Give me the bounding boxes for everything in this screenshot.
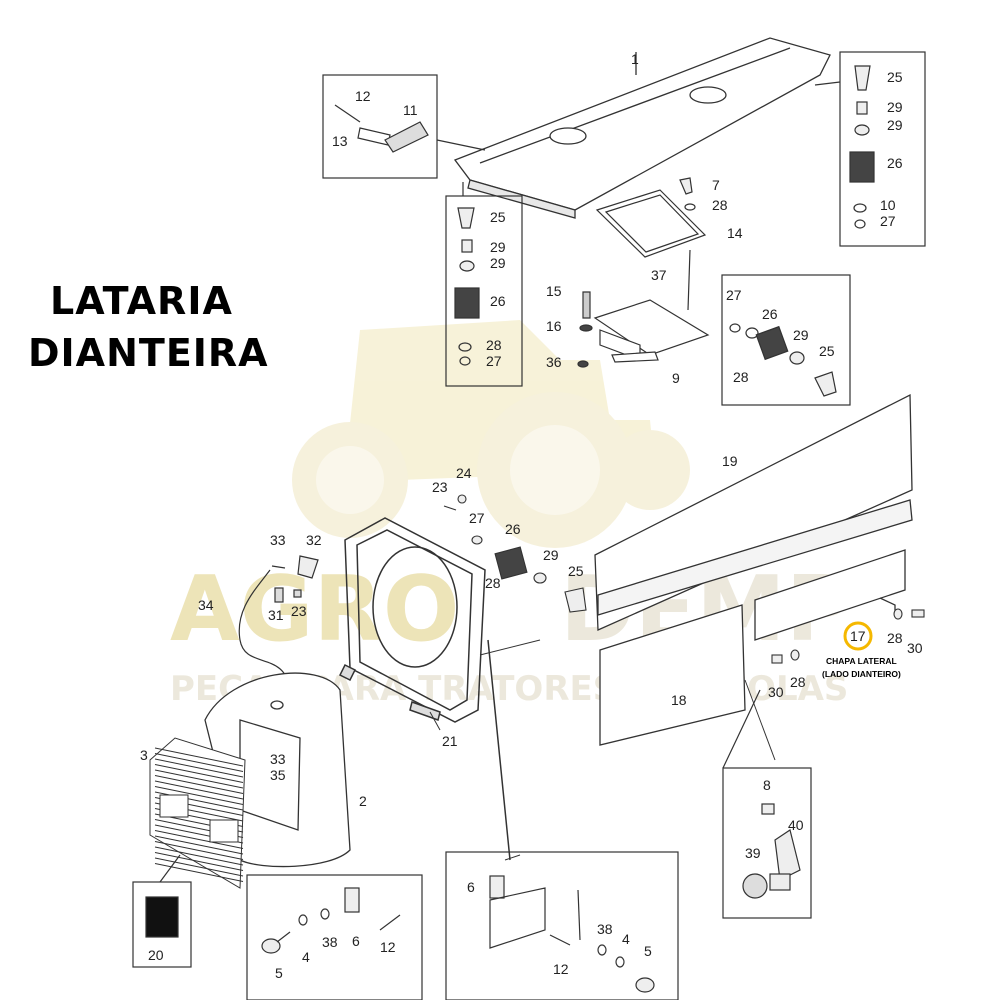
fasteners-right	[771, 608, 925, 664]
label-5-b: 5	[644, 943, 652, 959]
label-25-c: 25	[819, 343, 835, 359]
label-16: 16	[546, 318, 562, 334]
label-6-b: 6	[467, 879, 475, 895]
label-38-a: 38	[322, 934, 338, 950]
label-25-a: 25	[490, 209, 506, 225]
label-27-c: 27	[726, 287, 742, 303]
label-12-b: 12	[380, 939, 396, 955]
watermark-tractor-logo	[292, 320, 690, 548]
label-5-a: 5	[275, 965, 283, 981]
label-12: 12	[355, 88, 371, 104]
label-18: 18	[671, 692, 687, 708]
label-8: 8	[763, 777, 771, 793]
label-33-a: 33	[270, 532, 286, 548]
latch-cable-assembly	[238, 555, 319, 691]
frame-mount-hardware	[443, 494, 587, 613]
page-title-line-1: LATARIA	[50, 279, 233, 323]
label-28-a: 28	[486, 337, 502, 353]
label-23-b: 23	[291, 603, 307, 619]
label-39: 39	[745, 845, 761, 861]
detail-box-latch	[322, 74, 486, 179]
label-34: 34	[198, 597, 214, 613]
label-28-e: 28	[790, 674, 806, 690]
label-25-b: 25	[887, 69, 903, 85]
label-33-b: 33	[270, 751, 286, 767]
label-25-d: 25	[568, 563, 584, 579]
leader-lines	[429, 639, 776, 861]
label-35: 35	[270, 767, 286, 783]
label-28-d: 28	[887, 630, 903, 646]
radiator-frame	[338, 517, 511, 861]
label-23-a: 23	[432, 479, 448, 495]
label-30-b: 30	[768, 684, 784, 700]
label-40: 40	[788, 817, 804, 833]
label-29-c: 29	[887, 99, 903, 115]
label-1: 1	[631, 51, 639, 67]
label-29-b: 29	[490, 255, 506, 271]
label-29-e: 29	[793, 327, 809, 343]
label-27-d: 27	[469, 510, 485, 526]
support-bracket	[577, 291, 710, 368]
access-cover-assembly	[595, 177, 707, 311]
label-9: 9	[672, 370, 680, 386]
label-29-a: 29	[490, 239, 506, 255]
hood-top-panel	[453, 37, 831, 219]
detail-box-lock	[722, 689, 812, 919]
label-30-a: 30	[907, 640, 923, 656]
highlight-label-line-1: CHAPA LATERAL	[826, 656, 897, 666]
label-3: 3	[140, 747, 148, 763]
label-26-b: 26	[887, 155, 903, 171]
label-29-f: 29	[543, 547, 559, 563]
detail-box-hinge-center	[445, 851, 679, 1001]
label-7: 7	[712, 177, 720, 193]
label-28-b: 28	[712, 197, 728, 213]
label-19: 19	[722, 453, 738, 469]
label-20: 20	[148, 947, 164, 963]
label-15: 15	[546, 283, 562, 299]
label-27-a: 27	[486, 353, 502, 369]
label-2: 2	[359, 793, 367, 809]
label-6-a: 6	[352, 933, 360, 949]
label-13: 13	[332, 133, 348, 149]
label-4-a: 4	[302, 949, 310, 965]
detail-box-mount-right	[814, 51, 926, 247]
label-38-b: 38	[597, 921, 613, 937]
label-4-b: 4	[622, 931, 630, 947]
label-26-d: 26	[505, 521, 521, 537]
label-27-b: 27	[880, 213, 896, 229]
label-21: 21	[442, 733, 458, 749]
label-14: 14	[727, 225, 743, 241]
detail-box-side-mount	[721, 274, 851, 406]
page-title-line-2: DIANTEIRA	[28, 331, 269, 375]
badge-box	[132, 854, 192, 968]
label-26-a: 26	[490, 293, 506, 309]
front-grille	[149, 737, 246, 889]
label-17: 17	[850, 628, 866, 644]
label-26-c: 26	[762, 306, 778, 322]
detail-box-mount-left	[445, 182, 523, 387]
label-11: 11	[403, 102, 418, 118]
label-31: 31	[268, 607, 284, 623]
label-24: 24	[456, 465, 472, 481]
watermark-brand-a: AGRO	[170, 557, 459, 662]
label-29-d: 29	[887, 117, 903, 133]
label-37: 37	[651, 267, 667, 283]
label-10: 10	[880, 197, 896, 213]
highlight-label-line-2: (LADO DIANTEIRO)	[822, 669, 901, 679]
label-32: 32	[306, 532, 322, 548]
highlight-ring-17	[843, 621, 873, 651]
side-panel-upper	[594, 393, 913, 631]
label-36: 36	[546, 354, 562, 370]
label-12-c: 12	[553, 961, 569, 977]
label-28-f: 28	[485, 575, 501, 591]
label-28-c: 28	[733, 369, 749, 385]
